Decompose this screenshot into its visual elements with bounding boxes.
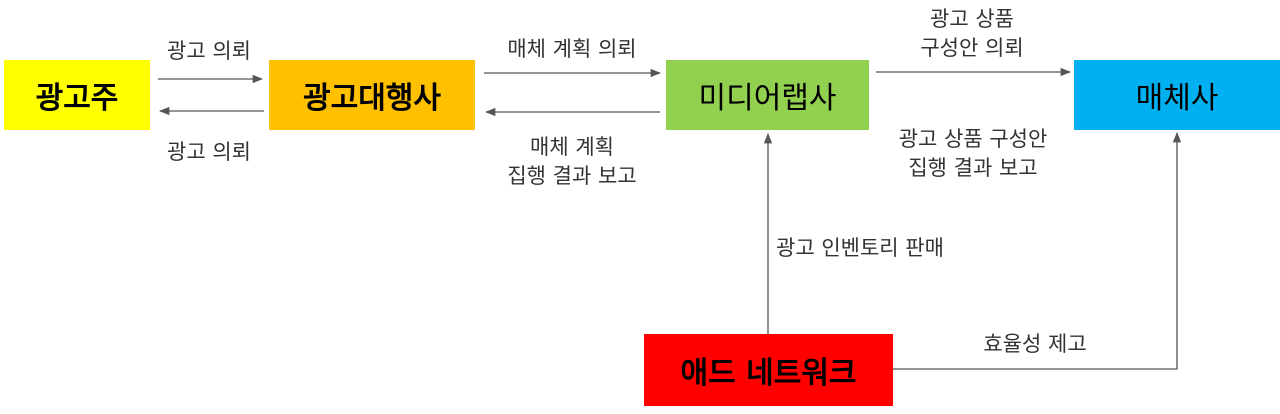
node-agency: 광고대행사 (269, 60, 475, 130)
label-media-to-media-rep-line1: 광고 상품 구성안 (898, 127, 1048, 151)
label-media-rep-to-media: 광고 상품 구성안 의뢰 (872, 5, 1072, 63)
label-media-to-media-rep: 광고 상품 구성안 집행 결과 보고 (862, 125, 1084, 183)
node-ad-network: 애드 네트워크 (644, 334, 893, 406)
label-advertiser-to-agency: 광고 의뢰 (167, 39, 251, 63)
label-media-rep-to-agency-line2: 집행 결과 보고 (507, 164, 637, 188)
label-media-rep-to-agency-line1: 매체 계획 (530, 135, 614, 159)
arrow-network-to-media (893, 131, 1182, 370)
node-media: 매체사 (1074, 60, 1280, 130)
node-advertiser: 광고주 (4, 60, 150, 130)
label-network-to-media: 효율성 제고 (983, 332, 1087, 356)
label-media-rep-to-media-line1: 광고 상품 (930, 7, 1014, 31)
label-agency-to-advertiser: 광고 의뢰 (167, 140, 251, 164)
label-media-rep-to-agency: 매체 계획 집행 결과 보고 (478, 133, 666, 191)
label-media-to-media-rep-line2: 집행 결과 보고 (908, 156, 1038, 180)
label-network-to-media-rep: 광고 인벤토리 판매 (776, 236, 944, 260)
label-media-rep-to-media-line2: 구성안 의뢰 (920, 36, 1024, 60)
node-media-rep: 미디어랩사 (666, 60, 869, 130)
label-agency-to-media-rep: 매체 계획 의뢰 (507, 37, 637, 61)
